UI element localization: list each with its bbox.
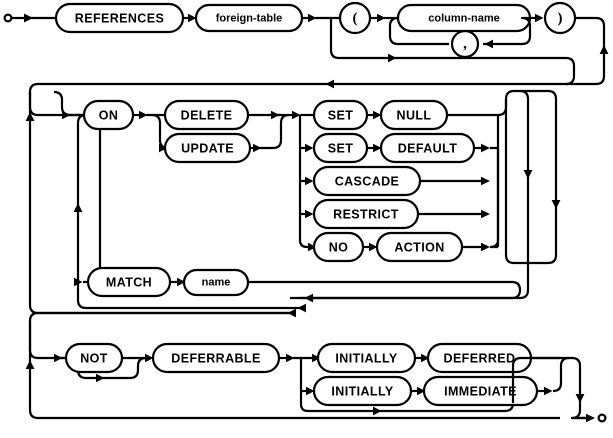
node-foreign-table: foreign-table — [194, 3, 304, 33]
node-rparen-label: ) — [558, 10, 563, 26]
node-comma-label: , — [463, 36, 467, 52]
node-column-name-label: column-name — [428, 12, 500, 24]
node-column-name: column-name — [396, 3, 532, 33]
rail-action-join — [489, 146, 500, 249]
node-action: ACTION — [375, 231, 464, 263]
node-initially-2-label: INITIALLY — [331, 385, 393, 399]
node-deferred-label: DEFERRED — [444, 352, 516, 366]
node-initially-1: INITIALLY — [316, 342, 417, 374]
rail-entry-to-match — [70, 113, 110, 284]
node-rparen: ) — [543, 1, 577, 35]
node-lparen: ( — [338, 1, 372, 35]
node-immediate: IMMEDIATE — [422, 375, 539, 407]
node-comma: , — [450, 29, 480, 59]
rail-column-list-right — [483, 16, 532, 46]
node-name-label: name — [202, 276, 231, 288]
node-restrict-label: RESTRICT — [333, 208, 399, 222]
node-match: MATCH — [86, 266, 172, 298]
node-restrict: RESTRICT — [312, 198, 420, 230]
rail-action-split — [298, 115, 315, 249]
node-match-label: MATCH — [106, 276, 152, 290]
node-no: NO — [312, 231, 365, 263]
node-on: ON — [82, 99, 135, 131]
node-delete-label: DELETE — [181, 109, 233, 123]
node-references-label: REFERENCES — [75, 12, 164, 26]
node-cascade: CASCADE — [312, 165, 422, 197]
node-set-2-label: SET — [328, 142, 354, 156]
node-default-label: DEFAULT — [398, 142, 458, 156]
node-lparen-label: ( — [353, 10, 358, 26]
node-set-1: SET — [312, 99, 369, 131]
node-immediate-label: IMMEDIATE — [444, 385, 517, 399]
rail-paren-group-bypass — [329, 18, 566, 60]
node-action-label: ACTION — [394, 241, 444, 255]
node-default: DEFAULT — [379, 132, 476, 164]
rail-initially-split — [299, 358, 370, 413]
rail-section2-entry — [28, 92, 70, 117]
node-not: NOT — [64, 342, 124, 374]
rail-match-exit — [248, 280, 522, 291]
node-update-label: UPDATE — [181, 142, 234, 156]
node-name: name — [182, 268, 250, 297]
node-null-label: NULL — [397, 109, 432, 123]
node-cascade-label: CASCADE — [335, 175, 400, 189]
node-initially-2: INITIALLY — [312, 375, 413, 407]
node-initially-1-label: INITIALLY — [335, 352, 397, 366]
node-on-label: ON — [99, 109, 119, 123]
node-deferrable-label: DEFERRABLE — [171, 352, 260, 366]
node-set-2: SET — [312, 132, 369, 164]
node-deferred: DEFERRED — [426, 342, 533, 374]
rail-section2-exit-b — [504, 99, 515, 265]
node-null: NULL — [379, 99, 449, 131]
start-dot-icon — [3, 13, 33, 23]
node-update: UPDATE — [163, 132, 252, 164]
node-references: REFERENCES — [54, 2, 185, 34]
node-no-label: NO — [329, 241, 349, 255]
rail-trigger-join — [250, 113, 290, 150]
node-set-1-label: SET — [328, 109, 354, 123]
rail-section3-entry — [28, 321, 60, 360]
node-foreign-table-label: foreign-table — [216, 12, 283, 24]
node-delete: DELETE — [163, 99, 250, 131]
rail-initially-join — [511, 356, 560, 403]
node-not-label: NOT — [80, 352, 108, 366]
end-dot-icon — [597, 413, 607, 423]
node-deferrable: DEFERRABLE — [151, 342, 281, 374]
